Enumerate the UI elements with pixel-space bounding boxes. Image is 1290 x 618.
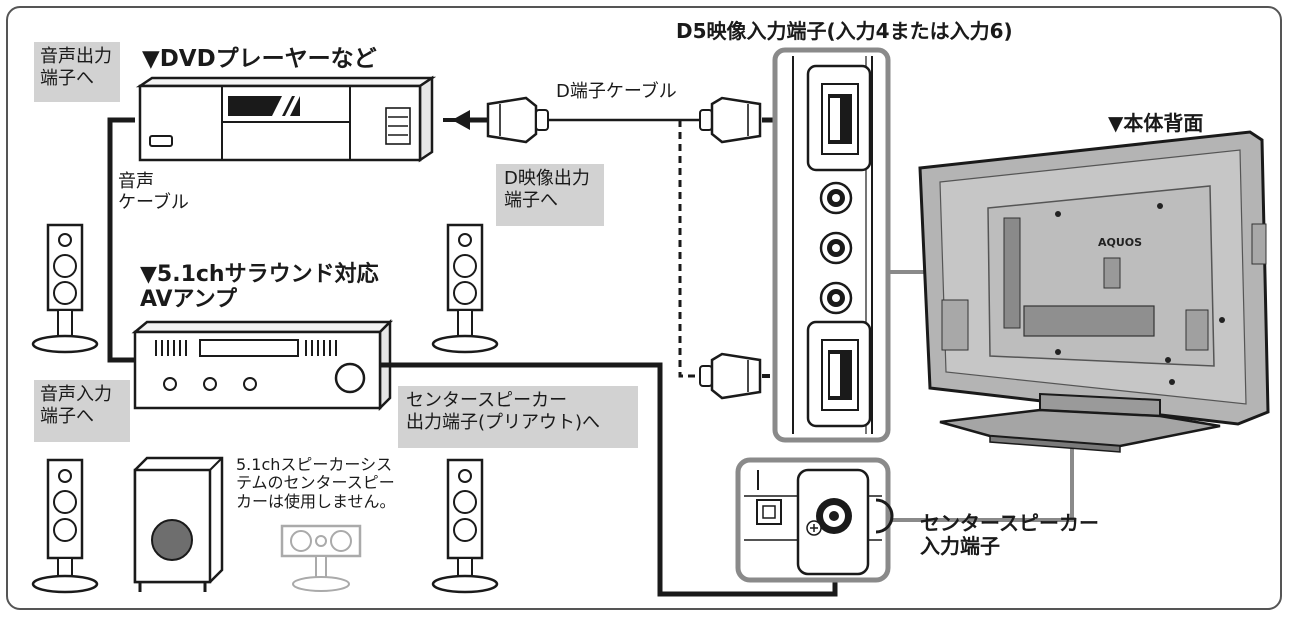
av-amp-title: ▼5.1chサラウンド対応 AVアンプ [140,262,379,313]
speaker-note: 5.1chスピーカーシス テムのセンタースピー カーは使用しません。 [236,455,396,511]
callout-d-video-output: D映像出力 端子へ [496,164,604,226]
audio-cable-label: 音声 ケーブル [118,171,189,213]
speaker-front-right [431,223,499,354]
subwoofer [133,456,224,592]
d5-input-title: D5映像入力端子(入力4または入力6) [676,19,1013,43]
unused-center-speaker [280,524,362,592]
speaker-rear-left [31,458,99,594]
av-amplifier [131,318,394,412]
audio-cable-line [107,117,135,363]
d-terminal-cable [443,96,828,400]
tv-back-title: ▼本体背面 [1108,111,1204,135]
callout-audio-input: 音声入力 端子へ [34,380,130,442]
callout-audio-output: 音声出力 端子へ [34,42,120,102]
center-input-label: センタースピーカー 入力端子 [920,511,1099,558]
speaker-rear-right [431,458,499,594]
tv-back: AQUOS [918,130,1270,453]
dvd-player-title: ▼DVDプレーヤーなど [142,46,377,72]
callout-center-output: センタースピーカー 出力端子(プリアウト)へ [398,386,638,448]
dvd-player [135,75,437,163]
center-input-panel [735,457,894,583]
d5-input-panel [772,47,891,443]
speaker-front-left [31,223,99,354]
diagram-frame [6,6,1282,610]
d-cable-label: D端子ケーブル [556,81,677,102]
tv-logo: AQUOS [1098,236,1142,249]
